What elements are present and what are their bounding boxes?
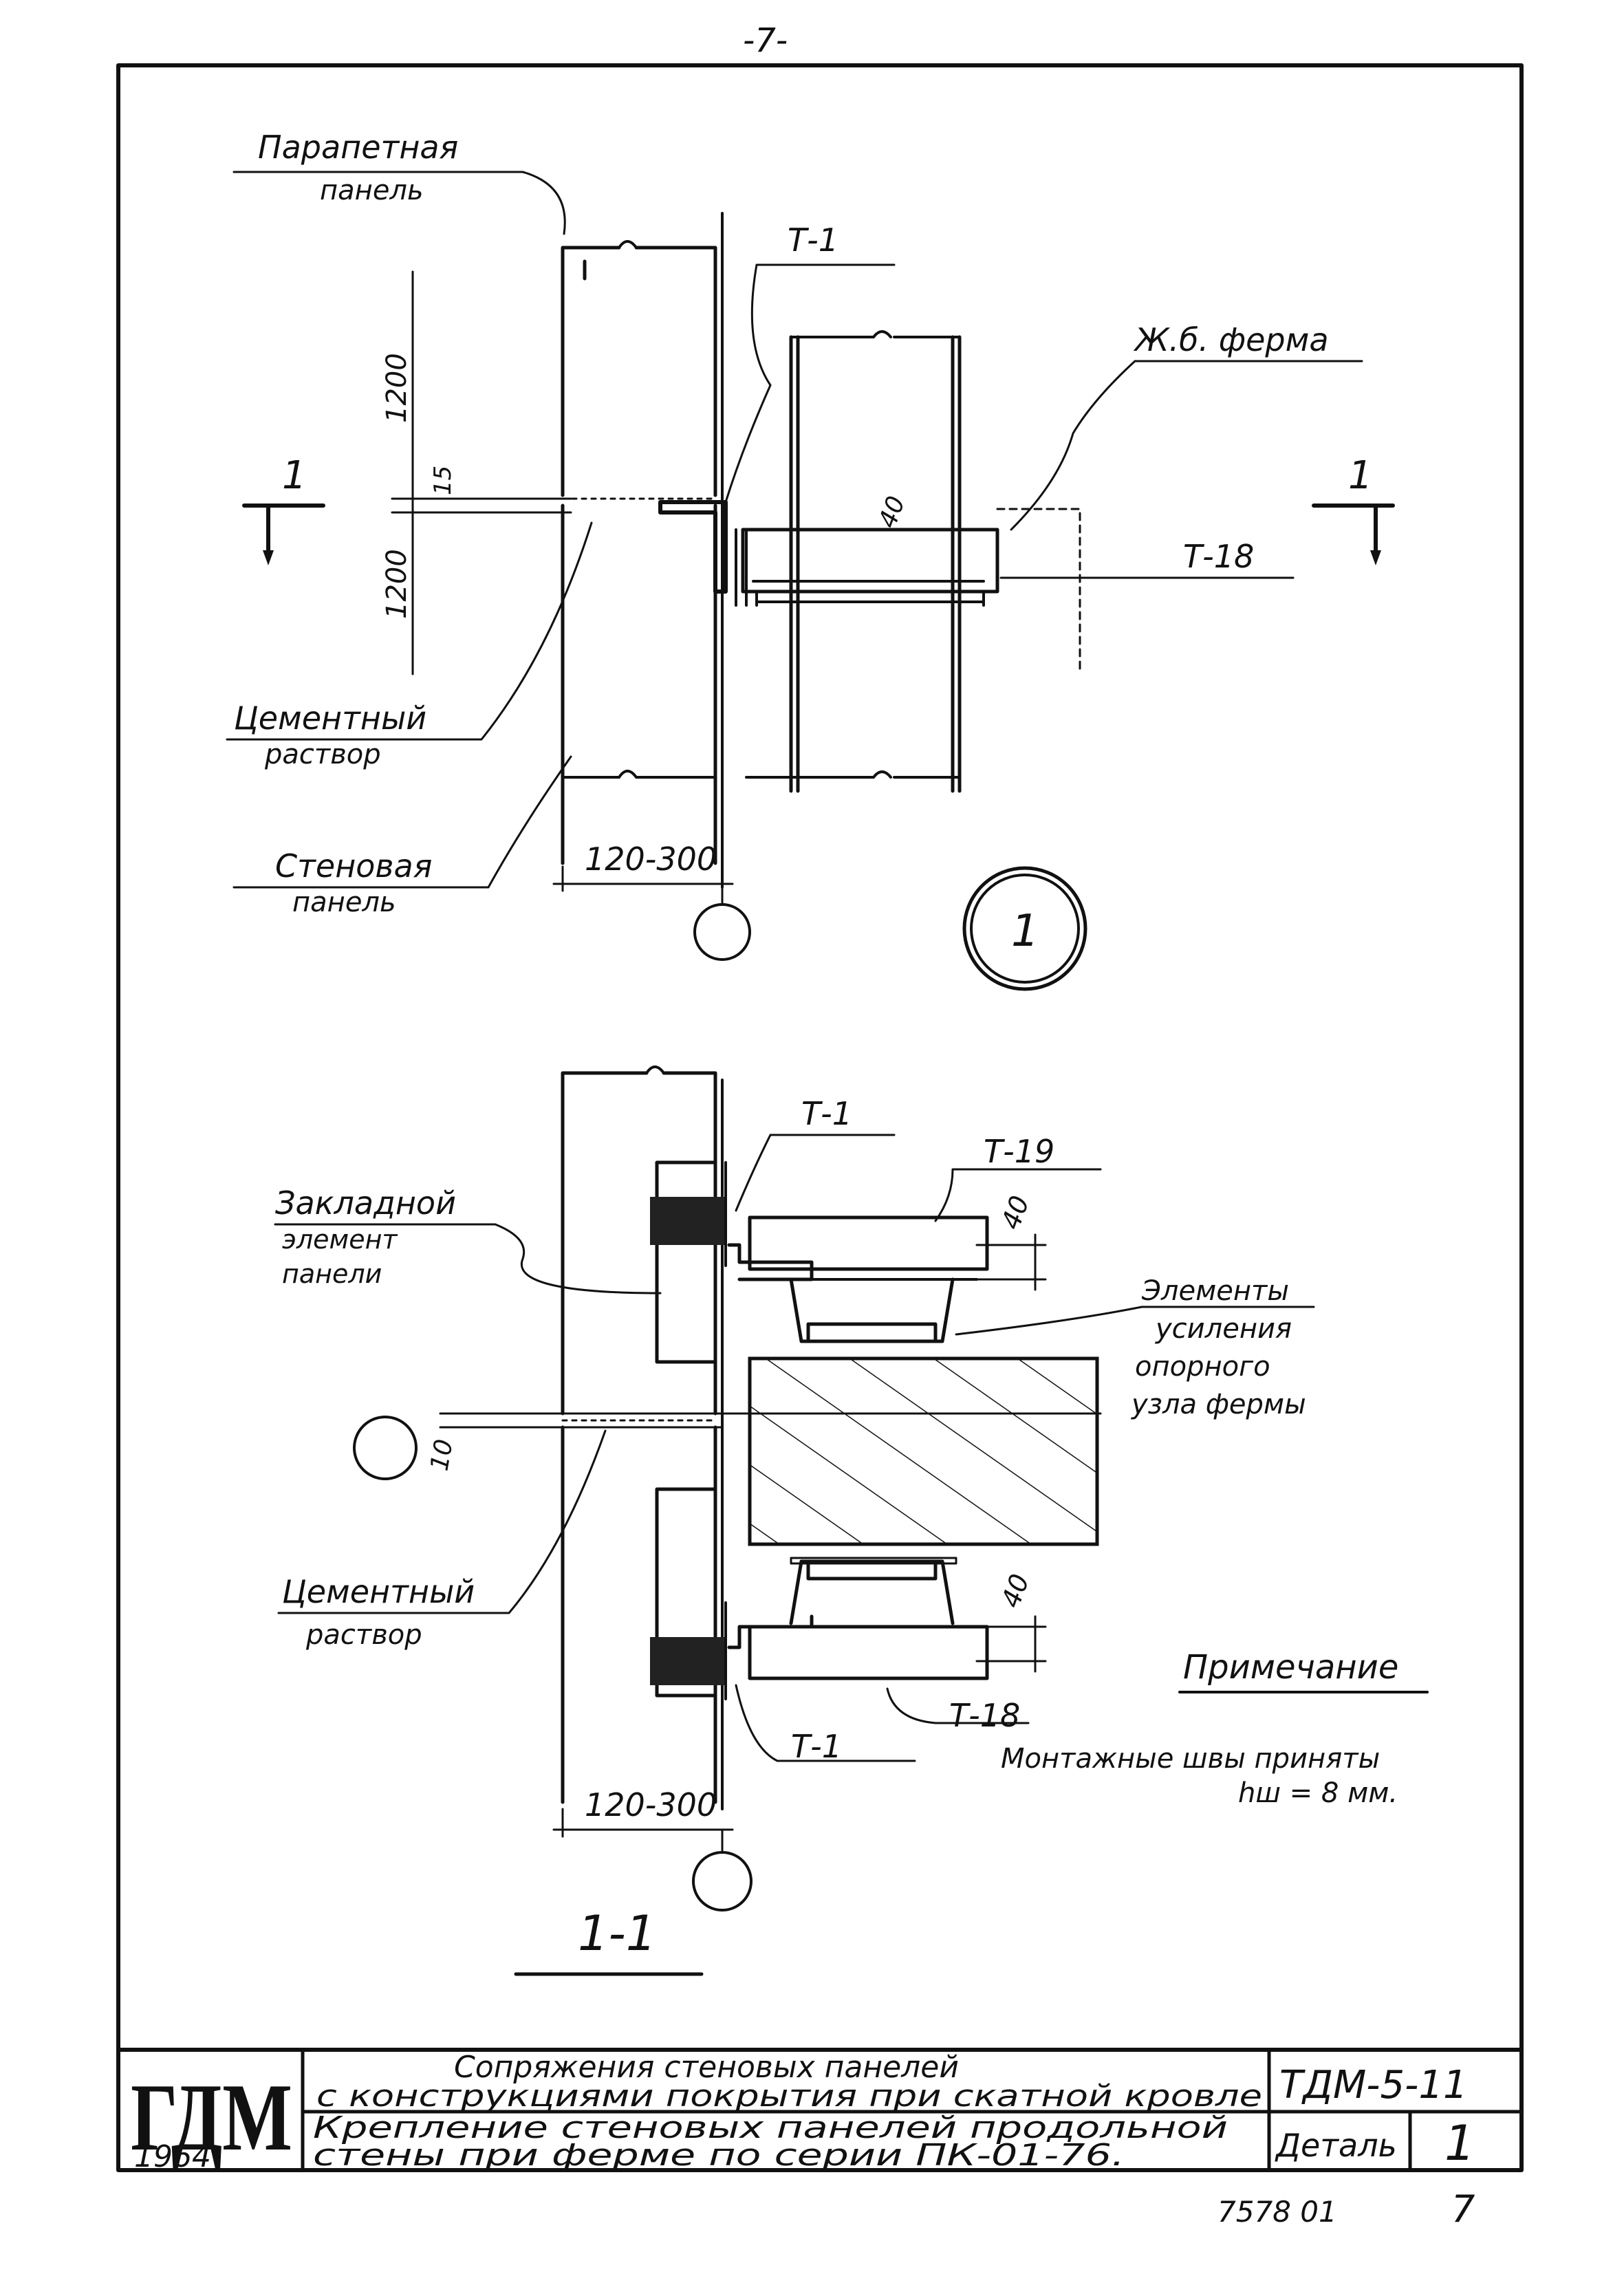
note-line-1: Монтажные швы приняты [1001,1743,1380,1775]
axis-marker-left [353,1416,418,1480]
page-number: -7- [743,21,788,60]
title-line-2: с конструкциями покрытия при скатной кро… [316,2079,1262,2114]
axis-marker-bottom [692,1851,753,1912]
t18-label: Т-18 [1183,538,1254,575]
embedded-element-label-3: панели [282,1259,382,1289]
logo: ГДМ [131,2064,292,2171]
dim-10: 10 [425,1437,458,1473]
truss-label: Ж.б. ферма [1133,321,1329,358]
note-title: Примечание [1183,1648,1398,1687]
section-mark-right: 1 [1348,453,1373,498]
detail-label: Деталь [1275,2127,1397,2164]
section-title: 1-1 [578,1905,656,1962]
dim-1200-bottom: 1200 [381,549,413,619]
note: Примечание Монтажные швы приняты hш = 8 … [1001,1648,1429,1809]
dim-40-top: 40 [995,1192,1035,1233]
t19-label: Т-19 [984,1133,1054,1170]
reinforcement-label-2: усиления [1155,1313,1292,1345]
note-line-2: hш = 8 мм. [1238,1777,1398,1809]
reinforcement-label: Элементы [1141,1275,1289,1307]
sheet-code: 7578 01 [1217,2195,1337,2229]
title-block: ГДМ 1964 Сопряжения стеновых панелей с к… [116,2048,1524,2174]
dim-1200-top: 1200 [381,353,413,423]
year: 1964 [134,2139,211,2174]
t1-bottom-label: Т-1 [791,1728,842,1765]
mortar-lower-label-2: раствор [305,1619,422,1651]
desc-line-2: стены при ферме по серии ПК-01-76. [313,2138,1125,2173]
mortar-label: Цементный [234,700,426,737]
dim-40: 40 [874,492,911,532]
title-line-1: Сопряжения стеновых панелей [454,2050,959,2085]
width-dim: 120-300 [585,841,717,878]
drawing-code: ТДМ-5-11 [1279,2063,1468,2108]
embedded-element-label: Закладной [275,1184,456,1222]
t18-lower-label: Т-18 [949,1697,1020,1734]
wall-panel-label-2: панель [292,887,396,918]
width-dim-lower: 120-300 [585,1786,717,1823]
mortar-lower-label: Цементный [282,1573,475,1610]
lower-view: 40 40 10 Т-1 Т-19 Закладной элемент пане… [274,1065,1315,1976]
mortar-label-2: раствор [264,739,381,770]
dim-15: 15 [429,466,457,495]
detail-marker-outer [962,866,1087,991]
upper-view: 1200 15 1200 40 1 1 Парапетная панель Т-… [226,129,1395,991]
reinforcement-label-3: опорного [1135,1351,1270,1383]
parapet-panel-label: Парапетная [258,129,458,166]
axis-marker [693,903,751,961]
t1-label: Т-1 [788,221,838,259]
parapet-panel-label-2: панель [320,175,424,206]
sheet-frame [116,63,1524,2172]
section-mark-left: 1 [282,453,307,498]
truss-section [748,1356,1099,1546]
wall-panel-label: Стеновая [275,847,432,885]
reinforcement-label-4: узла фермы [1131,1389,1306,1420]
embedded-element-label-2: элемент [282,1224,398,1255]
detail-value: 1 [1444,2115,1475,2172]
t1-top-label: Т-1 [801,1095,852,1132]
dim-40-bottom: 40 [995,1570,1035,1612]
detail-marker-number: 1 [1011,906,1039,957]
desc-line-1: Крепление стеновых панелей продольной [313,2110,1228,2145]
sheet-number: 7 [1451,2187,1475,2231]
